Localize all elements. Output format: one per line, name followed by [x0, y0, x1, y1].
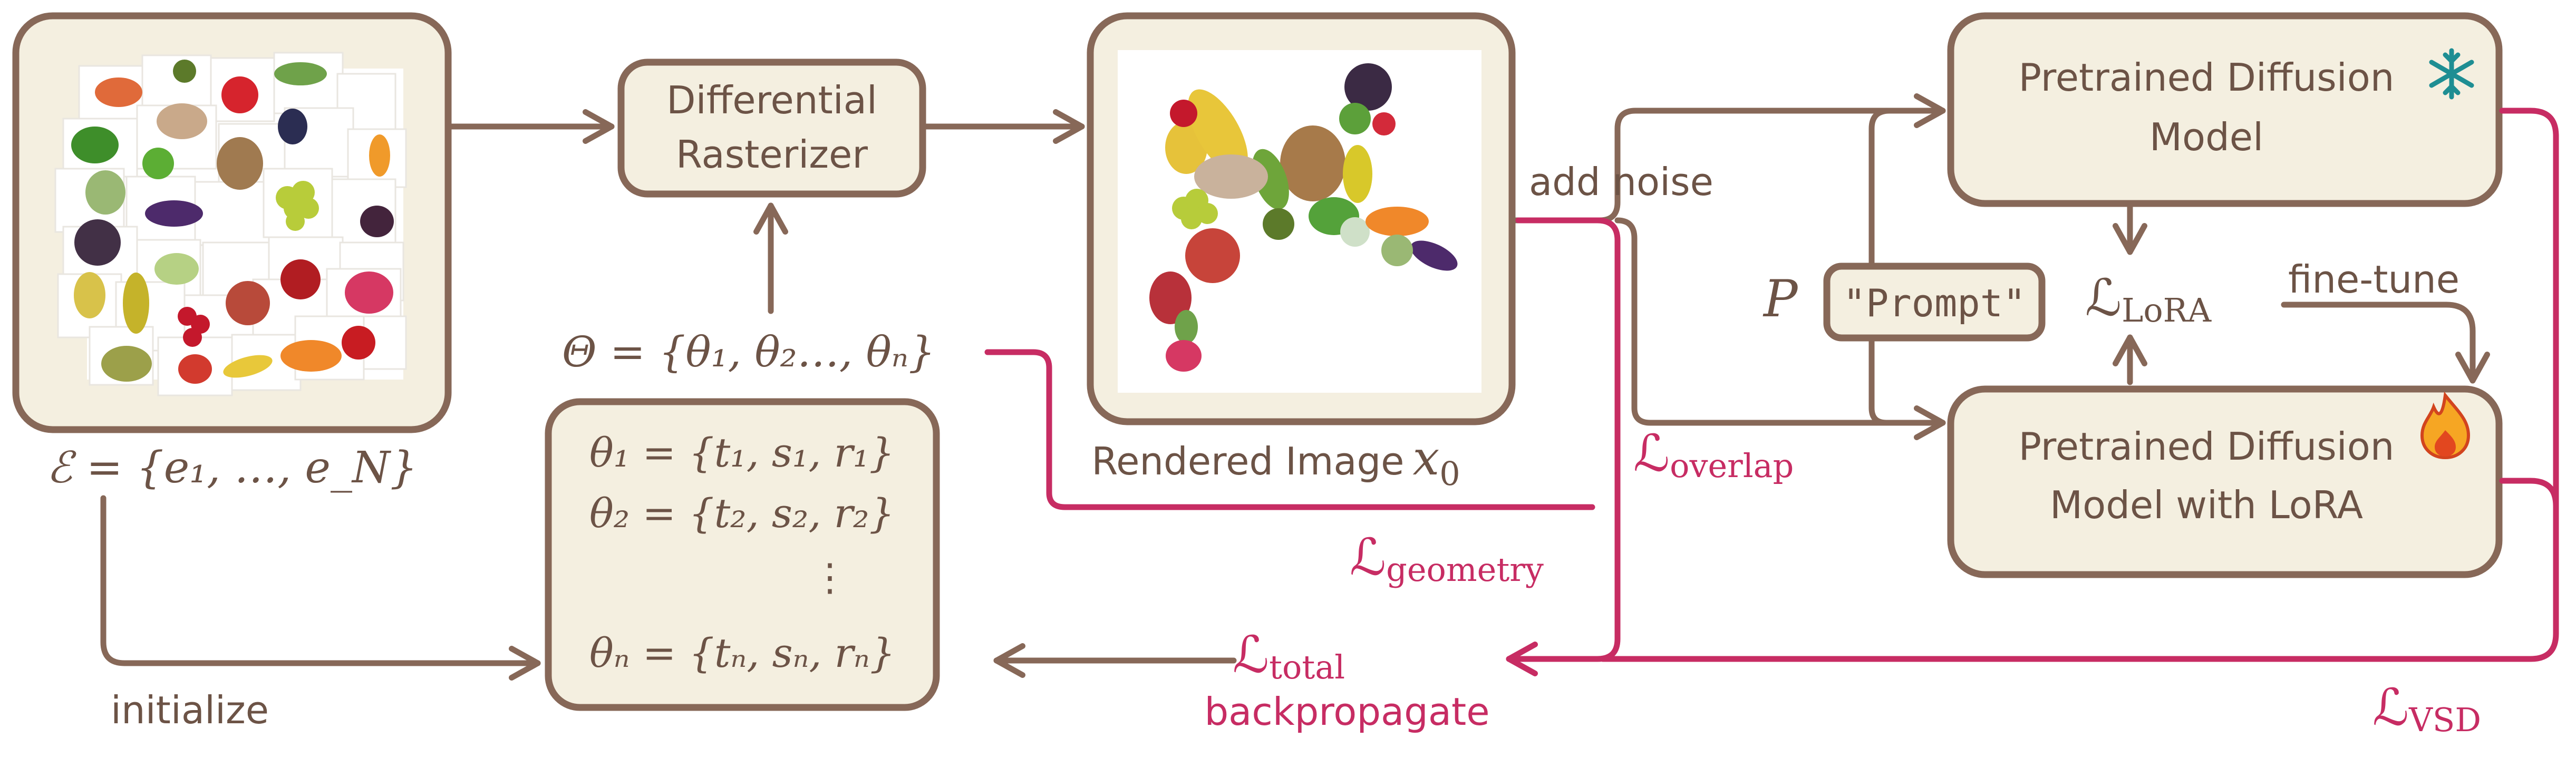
- lora-line2: Model with LoRA: [2050, 483, 2363, 527]
- elements-set: ℰ = {e₁, …, e_N}: [46, 443, 418, 493]
- params-rown: θₙ = {tₙ, sₙ, rₙ}: [589, 629, 895, 676]
- fine-tune-label: fine-tune: [2288, 257, 2459, 302]
- pretrained-model-box: [1947, 12, 2503, 207]
- pretrained-line2: Model: [2149, 115, 2263, 159]
- lora-line1: Pretrained Diffusion: [2019, 424, 2395, 469]
- fruit-collage-image: [54, 52, 407, 396]
- prompt-var: P: [1762, 269, 1798, 328]
- loss-geometry: ℒgeometry: [1350, 528, 1544, 589]
- loss-overlap: ℒoverlap: [1633, 424, 1794, 485]
- params-row2: θ₂ = {t₂, s₂, r₂}: [589, 490, 895, 537]
- rasterizer-line2: Rasterizer: [676, 132, 868, 177]
- snowflake-icon: [2429, 48, 2474, 100]
- backpropagate-label: backpropagate: [1204, 690, 1489, 734]
- loss-vsd: ℒVSD: [2372, 678, 2481, 739]
- prompt-text: "Prompt": [1843, 281, 2026, 325]
- params-dots: ⋮: [811, 555, 849, 599]
- add-noise-label: add noise: [1529, 160, 1713, 204]
- initialize-label: initialize: [111, 688, 269, 732]
- rasterizer-line1: Differential: [666, 78, 877, 122]
- params-box: [545, 398, 940, 711]
- fruit-dog-image: [1118, 50, 1481, 393]
- lora-model-box: [1947, 385, 2503, 578]
- fire-icon: [2420, 391, 2471, 460]
- loss-lora: ℒLoRA: [2085, 268, 2212, 329]
- loss-total: ℒtotal: [1233, 625, 1345, 686]
- params-row1: θ₁ = {t₁, s₁, r₁}: [589, 429, 895, 476]
- theta-set: Θ = {θ₁, θ₂…, θₙ}: [562, 327, 935, 376]
- pretrained-line1: Pretrained Diffusion: [2019, 55, 2395, 100]
- prompt-box: [1823, 263, 2046, 342]
